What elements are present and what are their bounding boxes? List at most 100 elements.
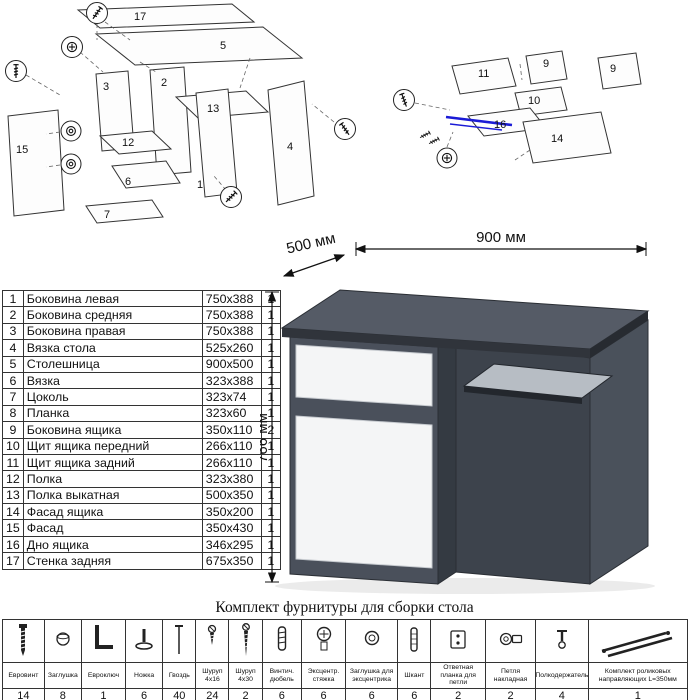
part-number: 3 [2,322,24,341]
part-callout-number: 2 [161,77,167,89]
screw-long-icon [229,620,262,663]
hardware-kit-title: Комплект фурнитуры для сборки стола [215,599,474,616]
part-number: 7 [2,388,24,406]
tabletop-panel [94,26,304,66]
hardware-item-qty: 8 [59,690,66,700]
part-callout-number: 15 [16,144,28,156]
nail-icon [163,620,196,663]
part-size: 750x388 [201,289,262,308]
drawer-exploded-view: 11 9 9 10 16 14 [393,50,642,169]
hardware-item: Шуруп 4x30 2 [229,620,263,700]
cap-icon [44,620,82,663]
part-number: 9 [2,421,24,439]
hardware-item: Шкант 6 [398,620,432,700]
part-name: Фасад ящика [22,503,203,521]
screw-short-icon [196,620,229,663]
exploded-diagrams: 17 5 3 2 13 15 12 6 1 7 4 [5,2,642,224]
part-callout-number: 3 [103,81,109,93]
hardware-item-qty: 40 [173,690,186,700]
part-number: 13 [2,486,24,505]
part-name: Вязка стола [22,339,203,357]
part-name: Щит ящика передний [22,437,203,455]
hardware-item-qty: 2 [242,690,249,700]
part-number: 10 [2,437,24,455]
part-number: 2 [2,306,24,324]
hardware-item: Комплект роликовых направляющих L=350мм … [588,620,688,700]
roller-guide-highlight [449,123,503,131]
hardware-item: Ответная планка для петли 2 [431,620,486,700]
drawer-side-panel [525,50,568,85]
hardware-item-qty: 1 [100,690,107,700]
hardware-item-label: Петля накладная [485,663,536,689]
part-name: Щит ящика задний [22,453,203,472]
part-size: 525x260 [201,339,262,357]
part-callout-number: 10 [528,95,540,107]
part-number: 8 [2,404,24,423]
part-name: Полка выкатная [22,486,203,505]
screw-callout [393,89,415,111]
desk-tie-panel [267,80,315,206]
part-number: 4 [2,339,24,357]
part-size: 350x430 [201,519,262,537]
part-name: Цоколь [22,388,203,406]
confirmat-screw-icon [3,620,44,663]
desk-exploded-view: 17 5 3 2 13 15 12 6 1 7 4 [5,2,356,224]
part-name: Фасад [22,519,203,537]
door-front [295,415,433,569]
part-number: 15 [2,519,24,537]
part-callout-number: 13 [207,103,219,115]
part-name: Боковина средняя [22,306,203,324]
hardware-item-label: Винтич. дюбель [262,663,302,689]
hinge-callout [60,153,82,175]
part-size: 266x110 [201,437,262,455]
dimension-height: 766 мм [260,290,279,584]
hardware-item-label: Евровинт [3,663,44,689]
part-number: 5 [2,355,24,373]
hardware-item: Заглушка для эксцентрика 6 [345,620,399,700]
part-callout-number: 16 [494,119,506,131]
part-callout-number: 14 [551,133,563,145]
part-name: Боковина ящика [22,421,203,439]
part-size: 750x388 [201,322,262,341]
part-size: 500x350 [201,486,262,505]
pedestal-inner-side [437,335,457,585]
part-size: 750x388 [201,306,262,324]
part-callout-number: 5 [220,40,226,52]
hardware-item-qty: 2 [455,690,462,700]
screw-callout [334,118,356,140]
screw-callout [86,2,108,24]
keyboard-tray-edge [464,386,582,404]
side-panel-middle [149,66,192,176]
shelf-pin-icon [536,620,588,663]
hardware-item: Полкодержатель 4 [535,620,589,700]
hardware-item-label: Ответная планка для петли [431,663,485,689]
screw-callout [5,60,27,82]
part-name: Вязка [22,371,203,390]
part-callout-number: 17 [134,11,146,23]
part-name: Дно ящика [22,535,203,554]
part-name: Планка [22,404,203,423]
drawer-side-panel [597,52,642,90]
part-callout-number: 4 [287,141,293,153]
hardware-item-label: Полкодержатель [535,663,588,689]
hardware-item-qty: 1 [634,690,641,700]
hardware-item-label: Шуруп 4x16 [196,663,229,689]
part-size: 350x200 [201,503,262,521]
hardware-item: Заглушка 8 [44,620,83,700]
shelf-panel [98,130,173,155]
part-size: 350x110 [201,421,262,439]
keyboard-tray-top [462,363,614,399]
